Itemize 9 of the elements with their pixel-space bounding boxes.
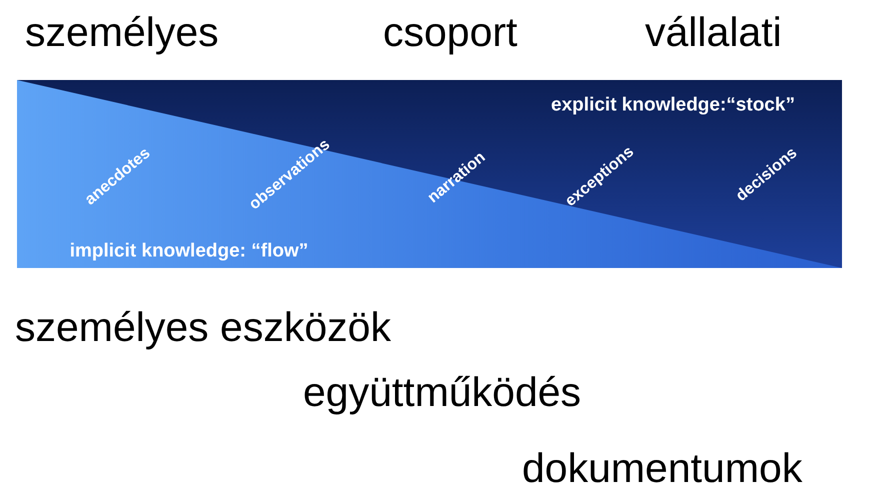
heading-text: vállalati (645, 12, 782, 53)
heading-text: személyes (25, 12, 219, 53)
heading-text: csoport (383, 12, 518, 53)
heading-text: dokumentumok (522, 448, 802, 489)
band-heading: explicit knowledge:“stock” (551, 96, 795, 114)
heading-text: személyes eszközök (15, 307, 391, 348)
band-heading: implicit knowledge: “flow” (70, 242, 308, 260)
knowledge-band (17, 80, 842, 268)
heading-text: együttműködés (303, 372, 582, 413)
